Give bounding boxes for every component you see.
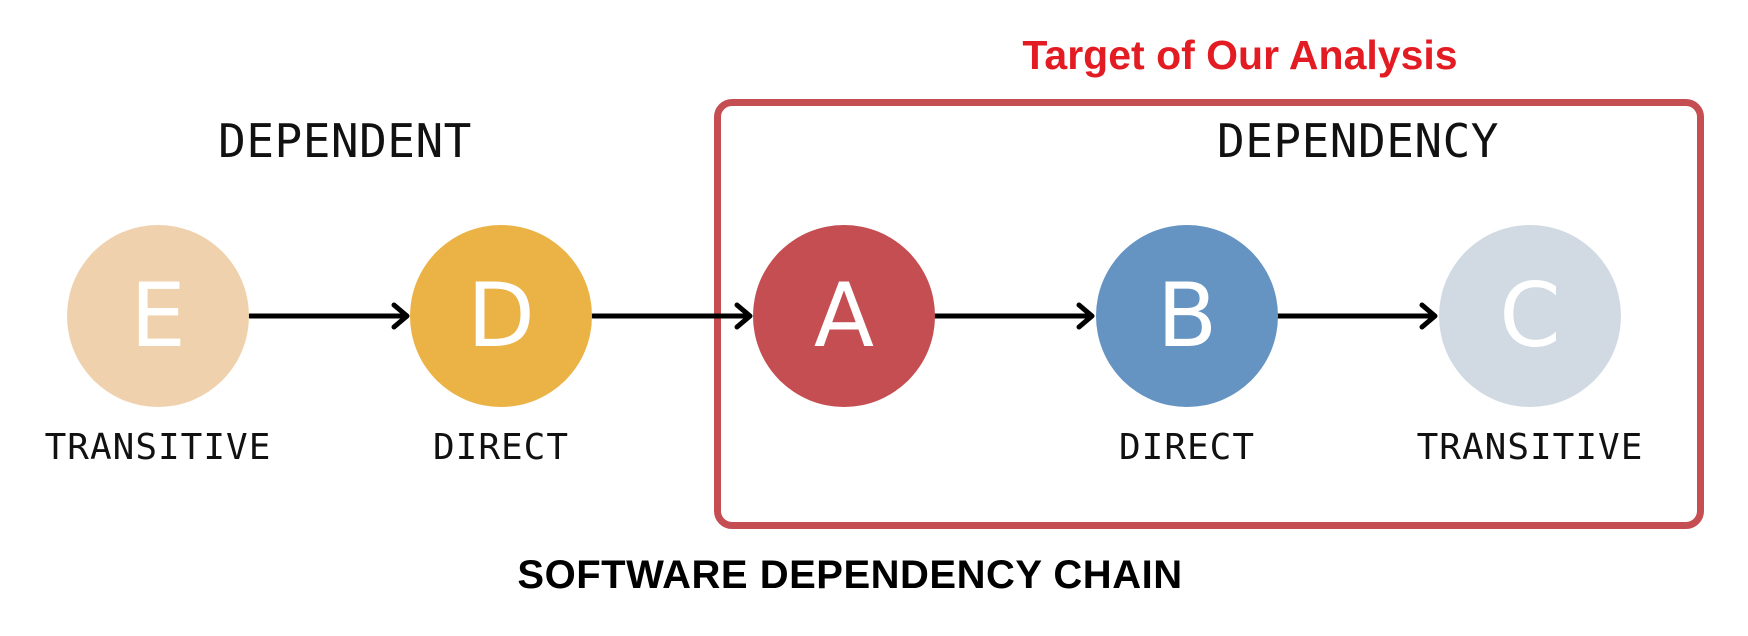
node-e-letter: E bbox=[130, 264, 186, 367]
section-heading-dependent: DEPENDENT bbox=[218, 114, 472, 168]
node-d: D bbox=[410, 225, 592, 407]
section-heading-dependency: DEPENDENCY bbox=[1217, 114, 1499, 168]
node-e-label: TRANSITIVE bbox=[44, 427, 272, 468]
node-d-label: DIRECT bbox=[432, 427, 570, 468]
node-a-letter: A bbox=[813, 264, 875, 367]
chain-caption: SOFTWARE DEPENDENCY CHAIN bbox=[517, 553, 1183, 597]
node-b: B bbox=[1096, 225, 1278, 407]
arrow-d-to-a bbox=[590, 302, 753, 330]
arrow-a-to-b bbox=[932, 302, 1095, 330]
arrow-b-to-c bbox=[1275, 302, 1438, 330]
arrow-e-to-d bbox=[247, 302, 410, 330]
target-title: Target of Our Analysis bbox=[1022, 32, 1458, 78]
node-c: C bbox=[1439, 225, 1621, 407]
node-b-letter: B bbox=[1156, 264, 1218, 367]
node-b-label: DIRECT bbox=[1118, 427, 1256, 468]
node-a: A bbox=[753, 225, 935, 407]
node-e: E bbox=[67, 225, 249, 407]
node-d-letter: D bbox=[467, 264, 535, 367]
node-c-label: TRANSITIVE bbox=[1416, 427, 1644, 468]
node-c-letter: C bbox=[1499, 264, 1561, 367]
